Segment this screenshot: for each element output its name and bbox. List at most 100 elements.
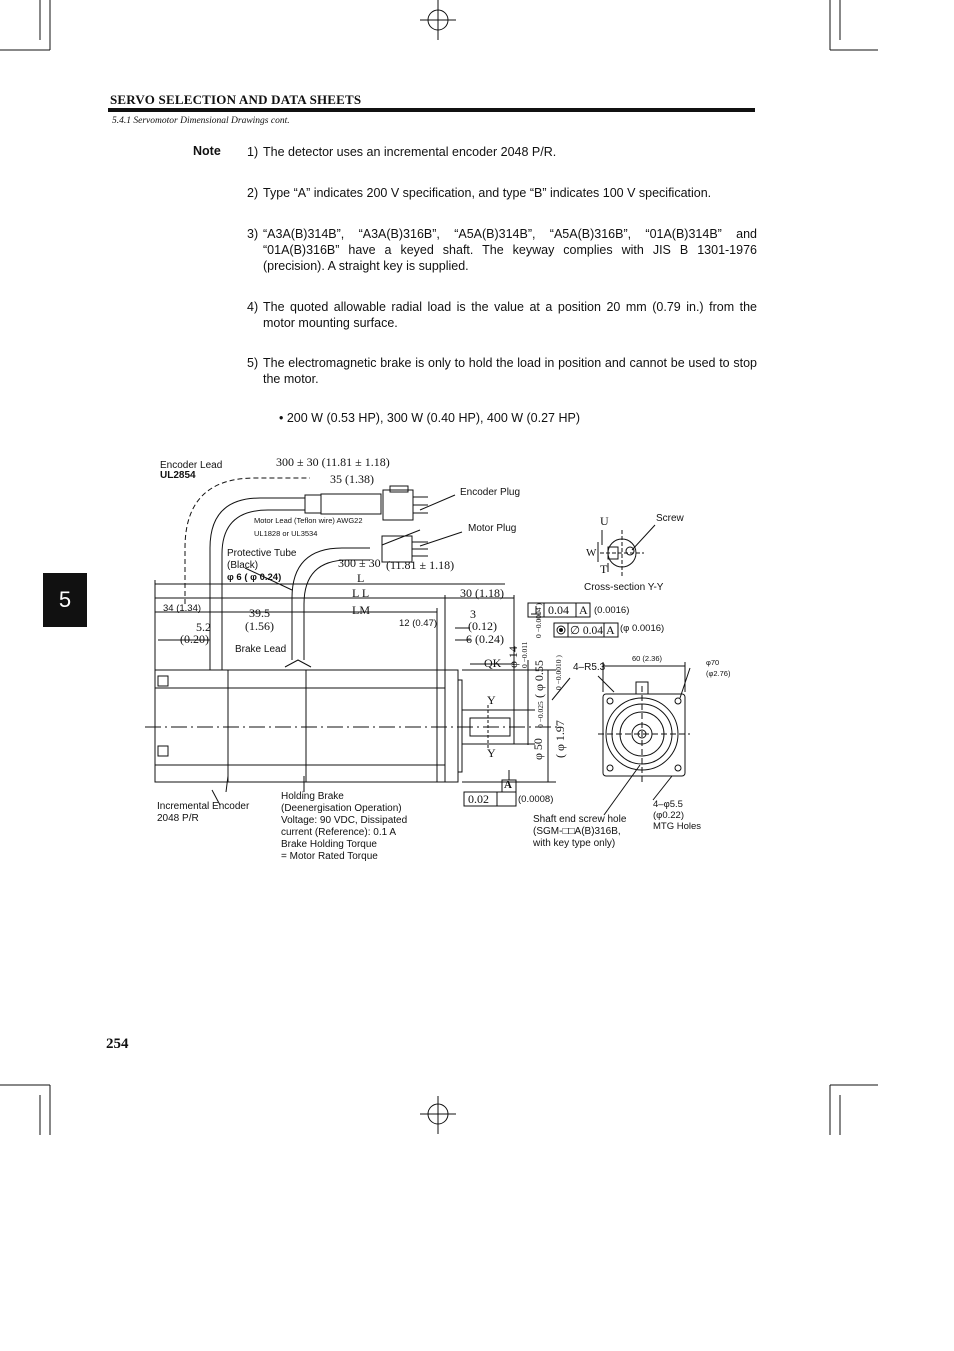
dim-phi055: ( φ 0.55 <box>532 660 546 698</box>
conc-ref: A <box>606 623 615 637</box>
section-Y-top: Y <box>487 693 496 707</box>
note-item-1: 1) The detector uses an incremental enco… <box>247 144 757 160</box>
dim-300-mid: 300 ± 30 <box>338 556 381 570</box>
section-title: SERVO SELECTION AND DATA SHEETS <box>110 92 362 107</box>
holes-label: 4–φ5.5 <box>653 799 683 810</box>
page-number: 254 <box>106 1036 129 1052</box>
protective-tube-label: Protective Tube <box>227 548 297 559</box>
screw-label: Screw <box>656 513 684 524</box>
encoder-lead <box>209 497 305 670</box>
dim-phi14-tol: 0 −0.011 <box>520 641 529 668</box>
perp-ref: A <box>579 603 588 617</box>
note-number: 4) <box>247 300 259 314</box>
datum-A: A <box>504 779 512 791</box>
dim-1-56: (1.56) <box>245 619 274 633</box>
shaft-screw-line: Shaft end screw hole <box>533 814 627 825</box>
dim-35: 35 (1.38) <box>330 472 374 486</box>
dim-0-20: (0.20) <box>180 632 209 646</box>
note-item-2: 2) Type “A” indicates 200 V specificatio… <box>247 185 757 201</box>
holding-brake-line: (Deenergisation Operation) <box>281 803 402 814</box>
holes-label-3: MTG Holes <box>653 821 702 832</box>
dim-3: 3 <box>470 607 476 621</box>
motor-lead <box>291 547 370 660</box>
note-number: 5) <box>247 356 259 370</box>
incremental-encoder-label-2: 2048 P/R <box>157 813 199 824</box>
motor-lead-label-2: UL1828 or UL3534 <box>254 529 318 538</box>
holding-brake-line: Brake Holding Torque <box>281 839 377 850</box>
ul2854-label: UL2854 <box>160 470 196 481</box>
note-text: The detector uses an incremental encoder… <box>263 145 557 159</box>
protective-tube-label-2: (Black) <box>227 560 259 571</box>
shaft-screw-line: with key type only) <box>533 838 616 849</box>
chapter-tab: 5 <box>43 573 87 627</box>
dim-LL: L L <box>352 586 370 600</box>
phi70-in-label: (φ2.76) <box>706 669 731 678</box>
runout-tol: 0.02 <box>468 792 489 806</box>
holding-brake-line: Holding Brake <box>281 791 344 802</box>
dim-6: 6 (0.24) <box>466 632 504 646</box>
section-Y-bottom: Y <box>487 746 496 760</box>
dim-5-2: 5.2 <box>196 620 211 634</box>
shaft-screw-line: (SGM-□□A(B)316B, <box>533 826 621 837</box>
dim-phi197-tol: 0 −0.0010 ) <box>554 655 563 690</box>
note-item-5: 5) The electromagnetic brake is only to … <box>247 355 757 387</box>
phi70-label: φ70 <box>706 658 720 667</box>
brake-lead-label: Brake Lead <box>235 644 287 655</box>
note-number: 1) <box>247 145 259 159</box>
dim-L: L <box>357 571 365 585</box>
holding-brake-line: current (Reference): 0.1 A <box>281 827 397 838</box>
dim-LM: LM <box>352 603 370 617</box>
encoder-plug-label: Encoder Plug <box>460 487 521 498</box>
note-text: The electromagnetic brake is only to hol… <box>263 356 757 386</box>
r53-label: 4–R5.3 <box>573 662 606 673</box>
conc-in: (φ 0.0016) <box>620 623 665 634</box>
encoder-plug <box>382 489 414 521</box>
dim-phi197: ( φ 1.97 <box>553 720 567 758</box>
dim-60: 60 (2.36) <box>632 654 663 663</box>
header-rule <box>108 108 755 112</box>
cross-section-label: Cross-section Y-Y <box>584 582 664 593</box>
holes-label-2: (φ0.22) <box>653 810 684 821</box>
note-number: 2) <box>247 186 259 200</box>
holding-brake-line: = Motor Rated Torque <box>281 851 378 862</box>
runout-frame <box>463 791 517 807</box>
motor-plug-label: Motor Plug <box>468 523 517 534</box>
subsection-title: 5.4.1 Servomotor Dimensional Drawings co… <box>112 116 290 126</box>
dim-0-12: (0.12) <box>468 619 497 633</box>
concentricity-frame <box>553 622 619 638</box>
dim-300-top: 300 ± 30 (11.81 ± 1.18) <box>276 455 390 469</box>
dim-30: 30 (1.18) <box>460 586 504 600</box>
perp-tol: 0.04 <box>548 603 569 617</box>
conc-tol: ∅ 0.04 <box>570 625 604 637</box>
motor-flange <box>444 669 459 783</box>
shaft-screw-label: Shaft end screw hole (SGM-□□A(B)316B, wi… <box>533 814 626 850</box>
perp-in: (0.0016) <box>594 605 630 616</box>
dim-phi50: φ 50 <box>531 738 545 760</box>
dim-phi50-tol: 0 −0.025 <box>536 701 545 728</box>
note-text: “A3A(B)314B”, “A3A(B)316B”, “A5A(B)314B”… <box>263 227 757 273</box>
note-item-4: 4) The quoted allowable radial load is t… <box>247 299 757 331</box>
dim-QK: QK <box>484 656 502 670</box>
dim-phi055-tol: 0 −0.0004 ) <box>534 603 543 638</box>
cross-U: U <box>600 514 609 528</box>
note-text: Type “A” indicates 200 V specification, … <box>263 186 712 200</box>
cross-W: W <box>586 547 597 559</box>
dim-39-5: 39.5 <box>249 606 270 620</box>
runout-in: (0.0008) <box>518 794 554 805</box>
note-number: 3) <box>247 227 259 241</box>
dim-phi14: φ 14 <box>506 646 520 668</box>
dim-300-mid-in: (11.81 ± 1.18) <box>386 558 455 572</box>
perpendicularity-frame <box>527 602 591 618</box>
encoder-lead-label: Encoder Lead <box>160 460 223 471</box>
note-label: Note <box>193 144 221 158</box>
model-bullet: • 200 W (0.53 HP), 300 W (0.40 HP), 400 … <box>279 411 581 425</box>
holding-brake-line: Voltage: 90 VDC, Dissipated <box>281 815 408 826</box>
note-item-3: 3) “A3A(B)314B”, “A3A(B)316B”, “A5A(B)31… <box>247 226 757 274</box>
protective-tube-label-3: φ 6 ( φ 0.24) <box>227 572 282 583</box>
cross-T: T <box>600 562 608 576</box>
holding-brake-label: Holding Brake (Deenergisation Operation)… <box>281 791 407 863</box>
dim-34: 34 (1.34) <box>163 603 202 614</box>
dim-12: 12 (0.47) <box>399 618 438 629</box>
